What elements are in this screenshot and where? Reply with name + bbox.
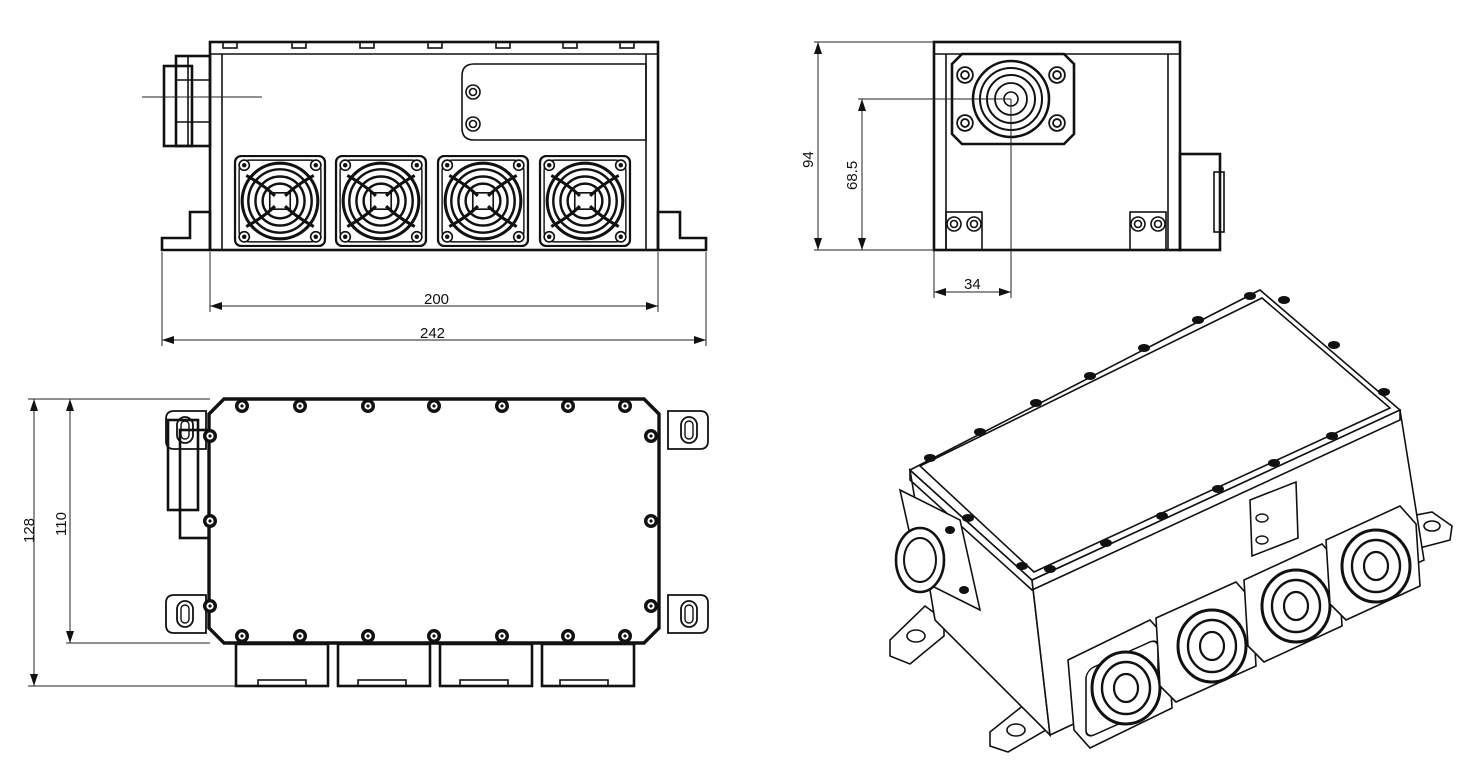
iso-connector: [894, 488, 982, 612]
fan-array-front: [233, 155, 632, 247]
fan-grille-icon: [538, 155, 632, 247]
front-view: 200 242: [142, 40, 708, 346]
dimension-label: 94: [800, 151, 817, 168]
top-view: 128 110: [21, 397, 709, 688]
dimension-label: 200: [424, 291, 449, 308]
iso-fans: [1067, 505, 1421, 749]
dimension-label: 242: [420, 325, 445, 342]
dimension-label: 68.5: [844, 161, 861, 190]
dimension-label: 34: [964, 276, 981, 293]
top-screw-row: [222, 41, 635, 49]
fan-array-bottom: [234, 642, 636, 688]
fan-grille-icon: [334, 155, 428, 247]
dim-200: 200: [209, 252, 659, 312]
fan-grille-icon: [436, 155, 530, 247]
connector-side: [142, 54, 262, 148]
dim-94: 94: [800, 41, 934, 251]
dim-68-5: 68.5: [844, 98, 1011, 250]
isometric-view: [889, 289, 1453, 753]
fan-grille-icon: [233, 155, 327, 247]
label-plate: [461, 63, 647, 141]
dimension-label: 128: [21, 518, 38, 543]
dim-110: 110: [53, 399, 210, 644]
dim-242: 242: [161, 252, 707, 346]
feet-screws: [945, 211, 1167, 251]
mount-tab: [667, 410, 709, 450]
side-view: 94 68.5 34: [800, 40, 1225, 298]
dim-34: 34: [933, 99, 1012, 298]
iso-lid-screws: [924, 292, 1390, 573]
dimension-label: 110: [53, 512, 70, 536]
dim-128: 128: [21, 398, 236, 687]
mount-tab: [667, 594, 709, 634]
